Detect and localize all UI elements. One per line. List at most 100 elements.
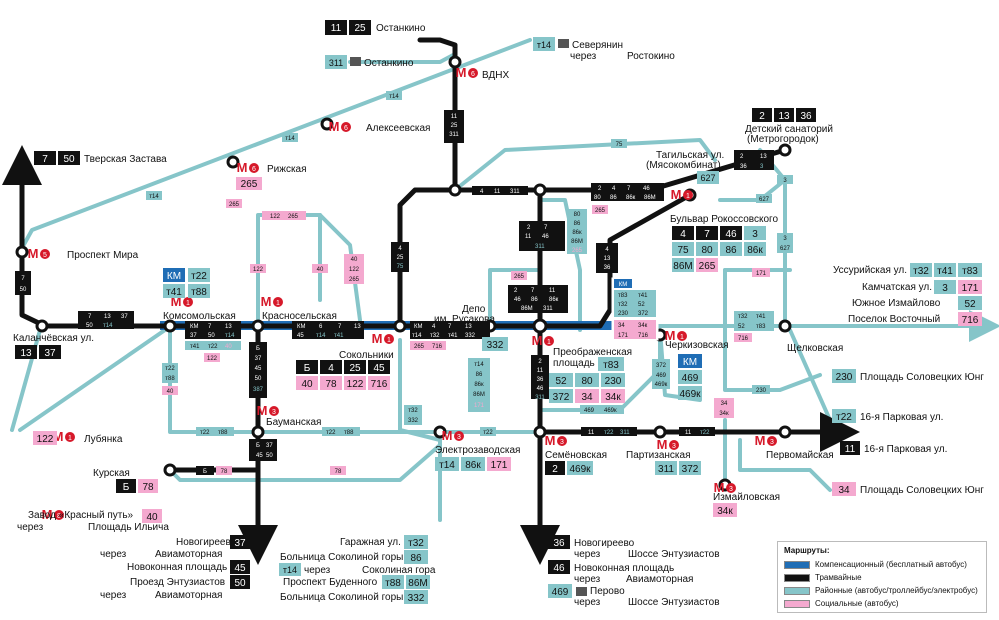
route-group-ussur[interactable]: Уссурийская ул. т32 т41 т83 — [833, 263, 982, 277]
station-dot[interactable] — [226, 155, 240, 169]
route-group-cherkizovskaya[interactable]: КМ 469 469к — [678, 354, 702, 400]
svg-text:Шоссе Энтузиастов: Шоссе Энтузиастов — [628, 597, 720, 608]
station-dot[interactable] — [393, 319, 407, 333]
route-group-sol2[interactable]: 34 Площадь Соловецких Юнг — [832, 482, 984, 496]
svg-text:265: 265 — [699, 261, 716, 272]
route-group-kamch[interactable]: Камчатская ул. 3 171 — [862, 280, 982, 294]
svg-text:через: через — [574, 549, 601, 560]
svg-text:M: M — [237, 160, 248, 175]
svg-text:1: 1 — [686, 193, 690, 200]
svg-text:через: через — [304, 565, 331, 576]
route-group-detsky[interactable]: 2 13 36 — [752, 108, 816, 122]
station-dot[interactable] — [35, 319, 49, 333]
route-group-poselok[interactable]: Поселок Восточный 716 — [848, 312, 982, 326]
station-tagilskaya-1: Тагильская ул. — [656, 150, 724, 161]
legend-label: Социальные (автобус) — [815, 599, 899, 608]
svg-text:37: 37 — [121, 314, 128, 320]
route-group-novog2[interactable]: 36 Новогиреево через Шоссе Энтузиастов — [548, 535, 720, 560]
station-dot[interactable] — [653, 425, 667, 439]
svg-text:34к: 34к — [638, 323, 648, 329]
svg-text:2: 2 — [598, 186, 602, 192]
route-group-izm[interactable]: 34к — [713, 503, 737, 517]
route-group-zavod[interactable]: Завод «Красный путь» 40 через Площадь Ил… — [17, 509, 169, 533]
route-group-ostankino[interactable]: 11 25 Останкино — [325, 20, 426, 35]
station-dot[interactable] — [533, 425, 547, 439]
route-group-yuzhnoe[interactable]: Южное Измайлово 52 — [852, 296, 982, 310]
svg-text:11: 11 — [525, 234, 532, 240]
route-group-novog[interactable]: Новогиреево 37 через Авиамоторная — [100, 535, 250, 560]
svg-text:40: 40 — [301, 379, 313, 390]
svg-text:т88: т88 — [218, 430, 228, 436]
svg-text:469: 469 — [656, 373, 667, 379]
svg-text:Площадь Соловецких Юнг: Площадь Соловецких Юнг — [860, 485, 984, 496]
svg-text:т41: т41 — [448, 333, 458, 339]
route-group-severyanin[interactable]: т14 Северянин через Ростокино — [533, 37, 675, 62]
route-group-garazh[interactable]: Гаражная ул. т32 — [340, 535, 428, 549]
svg-text:265: 265 — [595, 208, 606, 214]
svg-text:387: 387 — [253, 387, 264, 393]
station-dot[interactable] — [163, 463, 177, 477]
route-group-boln1[interactable]: Больница Соколиной горы 86 — [280, 550, 428, 564]
svg-text:86к: 86к — [549, 297, 559, 303]
route-group-kalanchevskaya[interactable]: 13 37 — [15, 345, 61, 359]
route-group-park-b[interactable]: 11 16-я Парковая ул. — [840, 441, 947, 455]
station-dot[interactable] — [251, 425, 265, 439]
station-dot[interactable] — [778, 425, 792, 439]
svg-text:через: через — [100, 590, 127, 601]
station-dot[interactable] — [448, 55, 462, 69]
route-group-sokolniki[interactable]: Б 4 25 45 40 78 122 716 — [296, 360, 390, 390]
svg-text:через: через — [570, 51, 597, 62]
station-dot[interactable] — [433, 425, 447, 439]
route-group-semen[interactable]: 2 469к — [545, 461, 593, 475]
svg-text:86М: 86М — [644, 195, 656, 201]
svg-text:171: 171 — [474, 403, 485, 409]
route-group-depo[interactable]: 332 — [482, 337, 508, 351]
svg-text:11: 11 — [537, 368, 544, 374]
route-group-partiz[interactable]: 311 372 — [655, 461, 701, 475]
svg-text:230: 230 — [618, 311, 629, 317]
station-dot[interactable] — [15, 245, 29, 259]
svg-text:311: 311 — [620, 430, 630, 436]
route-group-park-a[interactable]: т22 16-я Парковая ул. — [832, 409, 943, 423]
svg-text:Больница Соколиной горы: Больница Соколиной горы — [280, 592, 403, 603]
route-group-novok2[interactable]: 46 Новоконная площадь через Авиамоторная — [548, 560, 693, 585]
district-lines — [10, 38, 832, 522]
route-group-ostankino-311[interactable]: 311 Останкино — [325, 55, 414, 69]
route-group-perovo[interactable]: 469 Перово через Шоссе Энтузиастов — [548, 584, 720, 608]
svg-text:2: 2 — [740, 154, 744, 160]
svg-text:86: 86 — [476, 372, 483, 378]
svg-text:3: 3 — [272, 409, 276, 416]
route-group-bulvar[interactable]: 4 7 46 3 75 80 86 86к 86М 265 — [672, 226, 766, 272]
svg-text:т14: т14 — [316, 333, 326, 339]
route-group-komsomolskaya[interactable]: КМ т22 т41 т88 — [163, 268, 210, 298]
station-dot[interactable] — [778, 143, 792, 157]
svg-text:Новоконная площадь: Новоконная площадь — [127, 562, 227, 573]
route-group-elektro[interactable]: т14 86к 171 — [435, 457, 511, 471]
route-group-tverskaya[interactable]: 7 50 Тверская Застава — [34, 151, 167, 165]
route-group-sol1[interactable]: 230 Площадь Соловецких Юнг — [832, 369, 984, 383]
station-dot[interactable] — [533, 183, 547, 197]
route-group-sokol[interactable]: т14 через Соколиная гора — [279, 563, 436, 576]
legend-swatch — [784, 599, 810, 608]
station-dot[interactable] — [448, 183, 462, 197]
station-dot[interactable] — [163, 319, 177, 333]
route-group-lubyanka[interactable]: 122 — [33, 431, 57, 445]
svg-text:37: 37 — [266, 443, 273, 449]
route-group-buden[interactable]: Проспект Буденного т88 86М — [283, 575, 430, 589]
svg-text:т41: т41 — [638, 293, 648, 299]
route-group-kurskaya[interactable]: Б 78 — [116, 479, 158, 493]
route-group-novok[interactable]: Новоконная площадь 45 — [127, 560, 250, 574]
station-dot[interactable] — [532, 318, 548, 334]
route-group-proezd[interactable]: Проезд Энтузиастов 50 через Авиамоторная — [100, 575, 250, 601]
svg-text:332: 332 — [408, 593, 425, 604]
station-dot[interactable] — [251, 319, 265, 333]
route-group-preobr[interactable]: т83 52 80 230 372 34 34к — [549, 357, 625, 403]
svg-text:3: 3 — [770, 439, 774, 446]
station-dot[interactable] — [778, 319, 792, 333]
route-group-boln2[interactable]: Больница Соколиной горы 332 — [280, 590, 428, 604]
station-dot[interactable] — [320, 117, 334, 131]
route-group-tagil[interactable]: 627 — [697, 171, 719, 184]
